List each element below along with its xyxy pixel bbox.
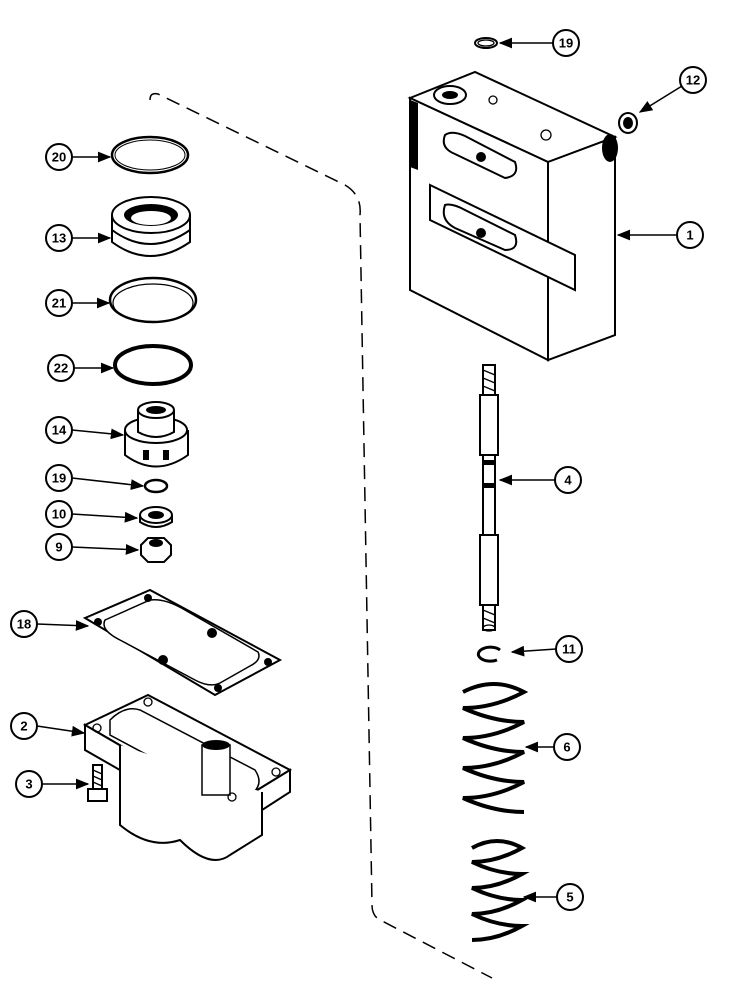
leader-line: [510, 645, 557, 657]
callout-bubble: [10, 610, 38, 638]
callout-22-o-ring: 22: [47, 354, 115, 382]
callout-13-seal: 13: [45, 224, 112, 252]
callout-number: 19: [52, 471, 66, 486]
bearing-part: [139, 506, 173, 528]
callout-number: 1: [686, 228, 693, 243]
o-ring-top-part: [474, 37, 498, 49]
callout-number: 6: [563, 740, 570, 755]
callout-2-cover: 2: [10, 712, 86, 740]
callout-bubble: [555, 635, 583, 663]
callout-number: 4: [564, 473, 572, 488]
callout-number: 12: [686, 73, 700, 88]
callout-layer: 19 12 1 20 13 21 22 14 19 10 9 4 18 11 2 3 6 5: [10, 29, 707, 911]
callout-3-bolt: 3: [15, 770, 90, 798]
valve-housing-part: [407, 70, 618, 362]
callout-bubble: [45, 224, 73, 252]
callout-10-bearing: 10: [45, 500, 139, 528]
piston-part: [124, 401, 189, 468]
callout-number: 5: [566, 890, 573, 905]
callout-14-piston: 14: [45, 416, 125, 444]
spring-outer-part: [462, 682, 529, 814]
nut-part: [140, 537, 172, 563]
spring-inner-part: [471, 839, 530, 942]
callout-bubble: [554, 466, 582, 494]
callout-bubble: [45, 533, 73, 561]
callout-bubble: [45, 289, 73, 317]
callout-bubble: [679, 66, 707, 94]
callout-number: 21: [52, 296, 66, 311]
callout-18-gasket: 18: [10, 610, 90, 638]
callout-number: 22: [54, 361, 68, 376]
plug-part: [618, 112, 638, 134]
callout-bubble: [15, 770, 43, 798]
ring-part-20: [110, 135, 190, 175]
callout-bubble: [45, 500, 73, 528]
o-ring-part-22: [113, 344, 193, 386]
callout-number: 18: [17, 617, 31, 632]
callout-6-spring-outer: 6: [524, 733, 581, 761]
callout-11-snap-ring: 11: [510, 635, 583, 663]
callout-bubble: [45, 143, 73, 171]
leader-line: [71, 477, 145, 491]
callout-number: 3: [25, 777, 32, 792]
o-ring-small-part: [143, 478, 169, 494]
leader-line: [36, 725, 86, 737]
callout-1-valve-housing: 1: [616, 221, 704, 249]
callout-bubble: [552, 29, 580, 57]
leader-line: [638, 85, 683, 113]
callout-12-plug: 12: [638, 66, 707, 113]
cover-part: [82, 693, 293, 861]
ring-part-21: [108, 276, 198, 324]
leader-line: [71, 428, 125, 440]
callout-number: 11: [562, 642, 576, 657]
callout-bubble: [45, 416, 73, 444]
leader-line: [71, 544, 140, 555]
callout-bubble: [47, 354, 75, 382]
spool-rod-part: [479, 364, 499, 632]
callout-19-o-ring-small: 19: [45, 464, 145, 492]
callout-4-spool-rod: 4: [498, 466, 582, 494]
callout-bubble: [553, 733, 581, 761]
callout-number: 9: [55, 540, 62, 555]
assembly-dashed-line: [149, 92, 493, 979]
callout-number: 10: [52, 507, 66, 522]
callout-number: 13: [52, 231, 66, 246]
snap-ring-part: [476, 645, 501, 663]
bolt-part: [87, 764, 108, 802]
leader-line: [71, 511, 139, 523]
callout-number: 14: [52, 423, 67, 438]
callout-20-ring: 20: [45, 143, 112, 171]
callout-21-ring: 21: [45, 289, 111, 317]
callout-number: 20: [52, 150, 66, 165]
callout-number: 19: [559, 36, 573, 51]
gasket-part: [82, 588, 283, 697]
callout-5-spring-inner: 5: [522, 883, 584, 911]
callout-bubble: [10, 712, 38, 740]
callout-number: 2: [20, 719, 27, 734]
callout-19-o-ring-top: 19: [498, 29, 580, 57]
callout-bubble: [556, 883, 584, 911]
seal-part: [111, 196, 191, 257]
callout-9-nut: 9: [45, 533, 140, 561]
callout-bubble: [676, 221, 704, 249]
callout-bubble: [45, 464, 73, 492]
leader-line: [36, 620, 90, 631]
